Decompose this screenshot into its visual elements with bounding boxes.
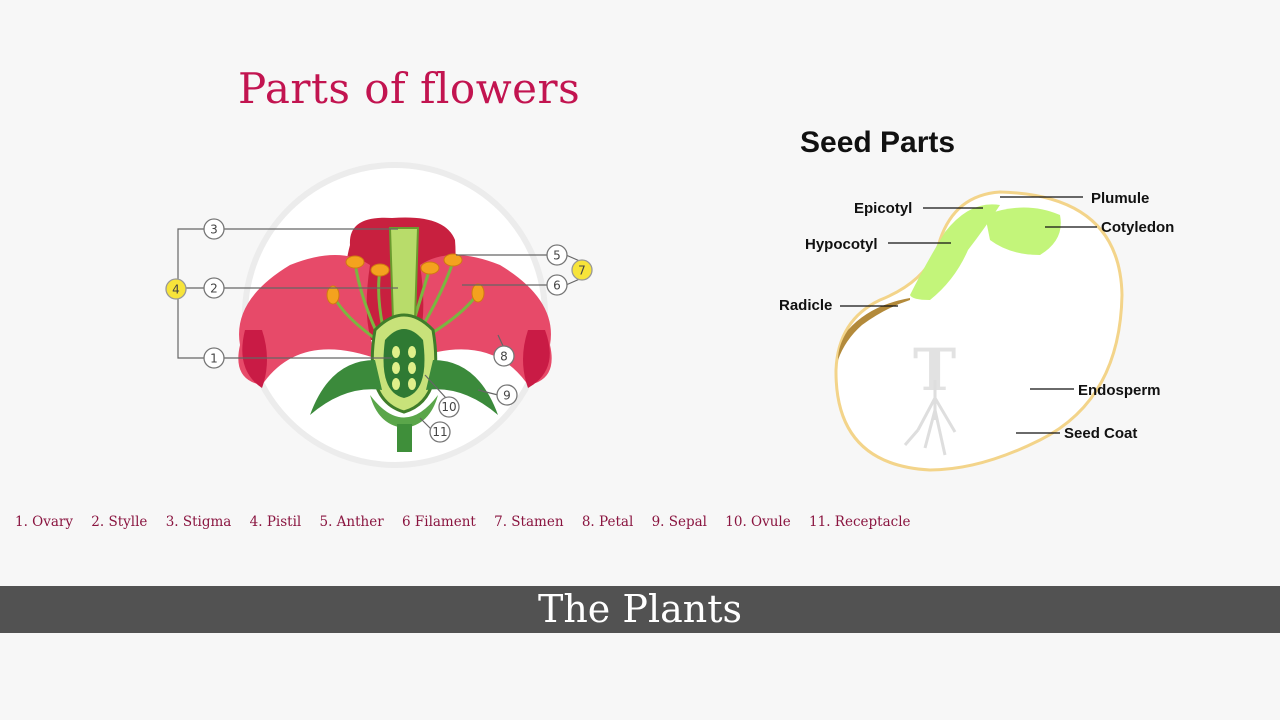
legend-item: 4. Pistil bbox=[249, 514, 302, 530]
seed-leader-lines bbox=[840, 196, 1097, 434]
legend-item: 10. Ovule bbox=[725, 514, 791, 530]
callout-7: 7 bbox=[571, 259, 593, 281]
hypocotyl-shape bbox=[910, 204, 1000, 300]
ovary-chamber bbox=[383, 329, 425, 398]
watermark-tree: T bbox=[903, 336, 957, 456]
svg-text:4: 4 bbox=[172, 283, 180, 297]
callout-9: 9 bbox=[496, 384, 518, 406]
label-hypocotyl: Hypocotyl bbox=[805, 236, 878, 253]
radicle-shape bbox=[838, 298, 910, 360]
callout-3: 3 bbox=[203, 218, 225, 240]
seed-diagram: T Epicotyl Plumule Cotyledon Hypocotyl R… bbox=[779, 190, 1174, 472]
flower-callouts: 3 2 1 4 5 6 7 8 9 10 11 bbox=[165, 218, 593, 443]
seed-diagram-title: Seed Parts bbox=[800, 126, 956, 159]
petal-right bbox=[410, 255, 552, 385]
label-epicotyl: Epicotyl bbox=[854, 200, 912, 217]
petal-left-edge bbox=[242, 330, 267, 388]
svg-text:2: 2 bbox=[210, 282, 218, 296]
style bbox=[388, 227, 420, 321]
svg-text:1: 1 bbox=[210, 352, 218, 366]
svg-text:11: 11 bbox=[432, 425, 447, 439]
callout-5: 5 bbox=[546, 244, 568, 266]
label-plumule: Plumule bbox=[1091, 190, 1149, 207]
legend-item: 3. Stigma bbox=[165, 514, 232, 530]
anthers bbox=[326, 253, 485, 305]
flower-diagram-title: Parts of flowers bbox=[238, 64, 581, 113]
sepal-right bbox=[426, 360, 498, 415]
flower-parts-legend: 1. Ovary 2. Stylle 3. Stigma 4. Pistil 5… bbox=[15, 514, 925, 530]
banner-title: The Plants bbox=[537, 587, 742, 631]
legend-item: 6 Filament bbox=[402, 514, 476, 530]
ovules bbox=[392, 346, 416, 390]
svg-text:9: 9 bbox=[503, 389, 511, 403]
legend-item: 7. Stamen bbox=[494, 514, 564, 530]
legend-item: 9. Sepal bbox=[651, 514, 707, 530]
svg-text:3: 3 bbox=[210, 223, 218, 237]
callout-4: 4 bbox=[165, 278, 187, 300]
title-banner: The Plants bbox=[0, 586, 1280, 633]
sepal-left bbox=[310, 360, 382, 415]
callout-8: 8 bbox=[493, 345, 515, 367]
legend-item: 2. Stylle bbox=[91, 514, 148, 530]
legend-item: 8. Petal bbox=[581, 514, 634, 530]
callout-11: 11 bbox=[429, 421, 451, 443]
svg-text:10: 10 bbox=[441, 400, 456, 414]
label-radicle: Radicle bbox=[779, 297, 832, 314]
petal-right-edge bbox=[523, 330, 550, 388]
callout-10: 10 bbox=[438, 396, 460, 418]
label-endosperm: Endosperm bbox=[1078, 382, 1161, 399]
stem bbox=[397, 424, 412, 452]
svg-text:6: 6 bbox=[553, 279, 561, 293]
svg-text:7: 7 bbox=[578, 264, 586, 278]
legend-item: 5. Anther bbox=[319, 514, 384, 530]
label-cotyledon: Cotyledon bbox=[1101, 219, 1174, 236]
flower-diagram: 3 2 1 4 5 6 7 8 9 10 11 bbox=[165, 162, 593, 468]
label-seed-coat: Seed Coat bbox=[1064, 425, 1137, 442]
callout-2: 2 bbox=[203, 277, 225, 299]
svg-text:5: 5 bbox=[553, 249, 561, 263]
svg-text:8: 8 bbox=[500, 350, 508, 364]
callout-1: 1 bbox=[203, 347, 225, 369]
legend-item: 11. Receptacle bbox=[809, 514, 911, 530]
cotyledon-shape bbox=[985, 207, 1061, 255]
callout-6: 6 bbox=[546, 274, 568, 296]
legend-item: 1. Ovary bbox=[15, 514, 73, 530]
